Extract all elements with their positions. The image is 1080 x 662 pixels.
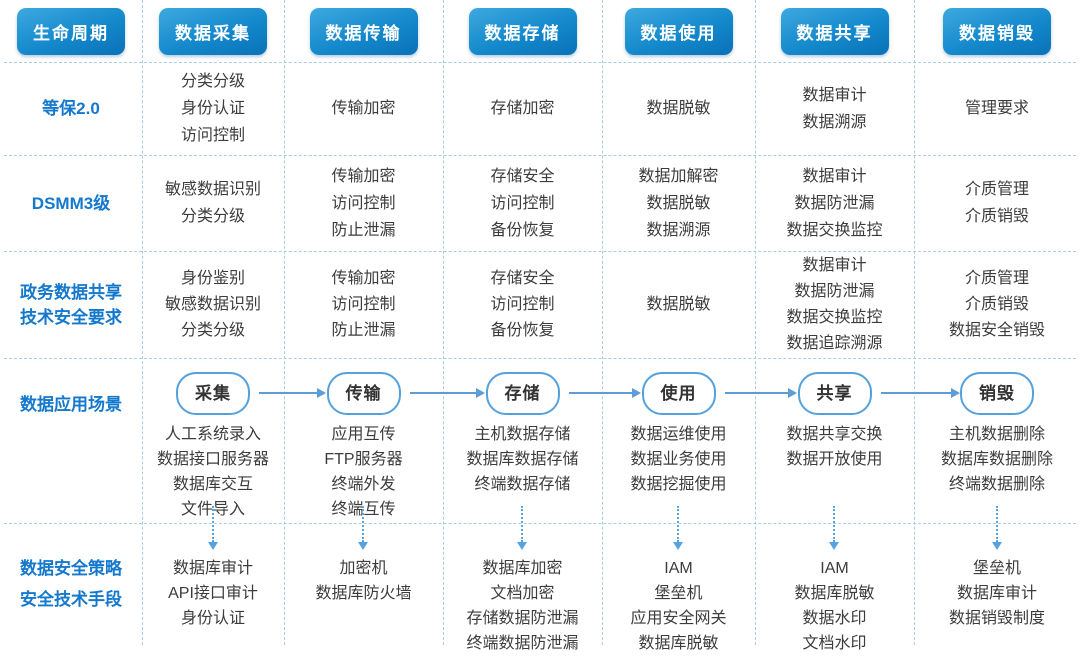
- header-cell: 数据销毁: [914, 0, 1080, 62]
- table-cell: 存储安全 访问控制 备份恢复: [490, 269, 555, 339]
- stage-cell: 销毁 主机数据删除 数据库数据删除 终端数据删除: [914, 358, 1080, 523]
- tools-cell: IAM 堡垒机 应用安全网关 数据库脱敏: [630, 560, 727, 652]
- table-cell: 存储安全 访问控制 备份恢复: [490, 167, 555, 239]
- header-cell: 数据传输: [284, 0, 443, 62]
- grid-line-horizontal: [4, 155, 1076, 156]
- stage-badge-usage: 使用: [641, 372, 716, 415]
- stage-cell: 传输 应用互传 FTP服务器 终端外发 终端互传: [284, 358, 443, 523]
- header-chip-sharing: 数据共享: [780, 7, 889, 55]
- header-chip-transmission: 数据传输: [309, 7, 418, 55]
- stage-badge-storage: 存储: [485, 372, 560, 415]
- flow-arrow-icon: [569, 388, 641, 398]
- stage-items: 主机数据存储 数据库数据存储 终端数据存储: [466, 426, 579, 493]
- header-cell: 数据存储: [443, 0, 602, 62]
- grid-line-vertical: [284, 0, 285, 645]
- grid-line-horizontal: [4, 358, 1076, 359]
- down-arrow-icon: [829, 506, 839, 550]
- table-cell: 数据审计 数据防泄漏 数据交换监控 数据追踪溯源: [786, 256, 883, 352]
- row-label-security-tools: 数据安全策略 安全技术手段: [20, 559, 122, 609]
- header-chip-storage: 数据存储: [468, 7, 577, 55]
- table-cell: 数据加解密 数据脱敏 数据溯源: [638, 167, 719, 239]
- tools-cell: 堡垒机 数据库审计 数据销毁制度: [948, 560, 1045, 627]
- header-cell: 数据共享: [755, 0, 914, 62]
- table-cell: 数据脱敏: [646, 295, 711, 313]
- down-arrow-icon: [673, 506, 683, 550]
- stage-cell: 存储 主机数据存储 数据库数据存储 终端数据存储: [443, 358, 602, 523]
- table-cell: 管理要求: [964, 100, 1029, 117]
- row-label-gov-share: 政务数据共享 技术安全要求: [20, 282, 122, 327]
- stage-badge-sharing: 共享: [797, 372, 872, 415]
- header-cell: 数据使用: [602, 0, 755, 62]
- table-cell: 数据审计 数据溯源: [802, 86, 867, 131]
- table-cell: 数据审计 数据防泄漏 数据交换监控: [786, 167, 883, 239]
- table-cell: 传输加密 访问控制 防止泄漏: [331, 269, 396, 339]
- table-cell: 介质管理 介质销毁 数据安全销毁: [948, 269, 1045, 339]
- table-cell: 敏感数据识别 分类分级: [164, 181, 261, 225]
- grid-line-horizontal: [4, 62, 1076, 63]
- grid-line-horizontal: [4, 251, 1076, 252]
- header-chip-collection: 数据采集: [159, 7, 267, 55]
- header-chip-usage: 数据使用: [624, 7, 733, 55]
- header-cell: 生命周期: [0, 0, 142, 62]
- stage-badge-collection: 采集: [176, 372, 250, 415]
- table-cell: 身份鉴别 敏感数据识别 分类分级: [164, 269, 261, 339]
- row-label-dsmm: DSMM3级: [31, 193, 111, 213]
- stage-items: 人工系统录入 数据接口服务器 数据库交互 文件导入: [156, 426, 269, 518]
- stage-items: 数据共享交换 数据开放使用: [786, 426, 883, 468]
- stage-items: 主机数据删除 数据库数据删除 终端数据删除: [940, 426, 1053, 493]
- grid-line-vertical: [914, 0, 915, 645]
- header-cell: 数据采集: [142, 0, 284, 62]
- row-label-djbh: 等保2.0: [42, 99, 100, 118]
- flow-arrow-icon: [881, 388, 960, 398]
- down-arrow-icon: [517, 506, 527, 550]
- grid-line-horizontal: [4, 523, 1076, 524]
- tools-cell: 加密机 数据库防火墙: [315, 560, 412, 602]
- table-cell: 传输加密: [331, 100, 396, 117]
- table-cell: 存储加密: [490, 100, 555, 117]
- stage-badge-transmission: 传输: [326, 372, 401, 415]
- grid-line-vertical: [142, 0, 143, 645]
- flow-arrow-icon: [725, 388, 797, 398]
- tools-cell: 数据库审计 API接口审计 身份认证: [168, 560, 258, 627]
- tools-cell: IAM 数据库脱敏 数据水印 文档水印: [794, 560, 875, 652]
- down-arrow-icon: [358, 506, 368, 550]
- stage-badge-destruction: 销毁: [960, 372, 1034, 415]
- down-arrow-icon: [992, 506, 1002, 550]
- grid-line-vertical: [602, 0, 603, 645]
- grid-line-vertical: [755, 0, 756, 645]
- stage-items: 数据运维使用 数据业务使用 数据挖掘使用: [630, 426, 727, 493]
- down-arrow-icon: [208, 506, 218, 550]
- header-chip-destruction: 数据销毁: [943, 7, 1051, 55]
- row-label-scenarios: 数据应用场景: [20, 395, 122, 414]
- table-cell: 介质管理 介质销毁: [964, 181, 1029, 225]
- table-cell: 分类分级 身份认证 访问控制: [180, 73, 245, 144]
- flow-arrow-icon: [410, 388, 485, 398]
- stage-cell: 采集 人工系统录入 数据接口服务器 数据库交互 文件导入: [142, 358, 284, 523]
- table-cell: 数据脱敏: [646, 100, 711, 117]
- stage-cell: 使用 数据运维使用 数据业务使用 数据挖掘使用: [602, 358, 755, 523]
- table-cell: 传输加密 访问控制 防止泄漏: [331, 167, 396, 239]
- flow-arrow-icon: [259, 388, 326, 398]
- stage-items: 应用互传 FTP服务器 终端外发 终端互传: [324, 426, 403, 518]
- tools-cell: 数据库加密 文档加密 存储数据防泄漏 终端数据防泄漏: [466, 560, 579, 652]
- header-chip-lifecycle: 生命周期: [17, 7, 125, 55]
- grid-line-vertical: [443, 0, 444, 645]
- stage-cell: 共享 数据共享交换 数据开放使用: [755, 358, 914, 523]
